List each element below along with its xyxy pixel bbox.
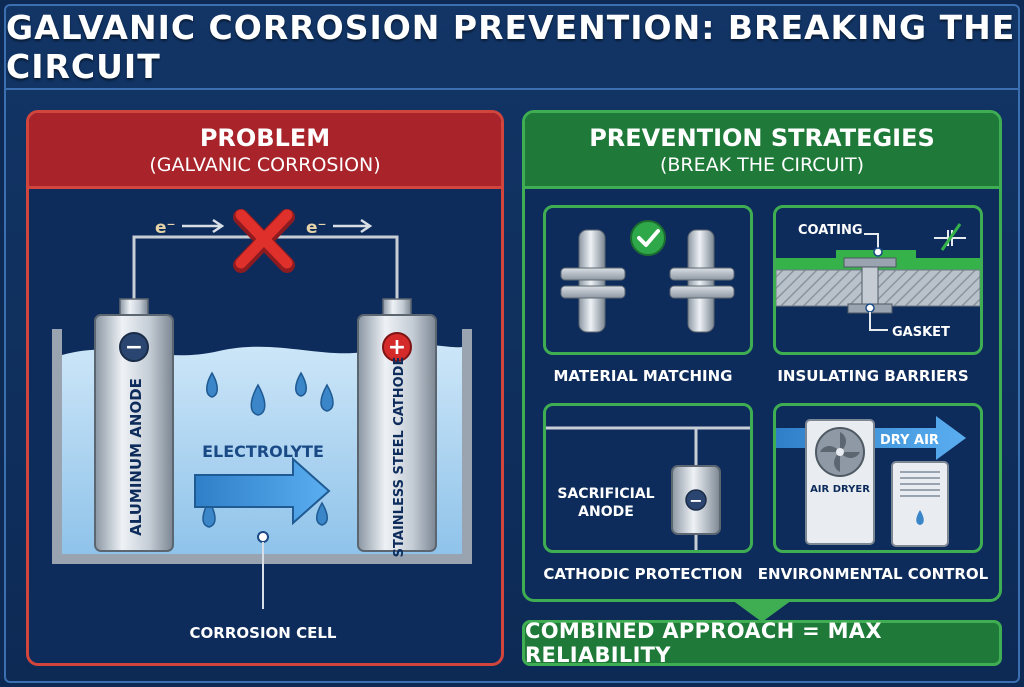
problem-panel: PROBLEM (GALVANIC CORROSION) e⁻ e⁻	[26, 110, 504, 666]
sacrificial-anode-sign: −	[689, 491, 702, 510]
droplet-icon	[916, 510, 924, 525]
pipe-left-icon	[560, 229, 626, 333]
gasket-label: GASKET	[892, 325, 950, 340]
air-dryer-icon: AIR DRYER	[805, 419, 875, 545]
air-dryer-label: AIR DRYER	[810, 484, 870, 495]
electron-arrow-left	[182, 218, 225, 234]
prevention-header: PREVENTION STRATEGIES (BREAK THE CIRCUIT…	[525, 113, 999, 189]
broken-circuit-x-icon	[233, 209, 295, 273]
coating-label: COATING	[798, 223, 863, 238]
pipe-right-icon	[669, 229, 735, 333]
anode-text: ANODE	[578, 504, 634, 520]
anode-sign: −	[125, 335, 143, 360]
environmental-control-label: ENVIRONMENTAL CONTROL	[757, 565, 989, 583]
insulating-barriers-label: INSULATING BARRIERS	[777, 367, 969, 385]
down-arrow-icon	[732, 600, 792, 622]
droplet-icon	[316, 501, 328, 526]
title-bar: GALVANIC CORROSION PREVENTION: BREAKING …	[6, 6, 1018, 90]
card-environmental-control: DRY AIR AIR DRYER	[773, 403, 983, 553]
dry-air-label: DRY AIR	[880, 433, 939, 448]
droplet-icon	[206, 371, 218, 398]
cathode-label: STAINLESS STEEL CATHODE	[392, 357, 407, 558]
prevention-title: PREVENTION STRATEGIES	[589, 123, 935, 152]
corrosion-cell-label: CORROSION CELL	[190, 624, 337, 642]
pointer-dot	[257, 531, 269, 543]
material-matching-label: MATERIAL MATCHING	[553, 367, 733, 385]
environmental-control-illustration: DRY AIR AIR DRYER	[776, 416, 966, 547]
electron-arrow-right	[333, 218, 373, 234]
problem-title: PROBLEM	[199, 123, 331, 152]
dehumidifier-icon	[891, 461, 949, 547]
droplet-icon	[295, 371, 307, 397]
material-matching-illustration	[560, 220, 735, 333]
card-cathodic-protection: − SACRIFICIAL ANODE	[543, 403, 753, 553]
problem-subtitle: (GALVANIC CORROSION)	[149, 153, 381, 176]
prevention-subtitle: (BREAK THE CIRCUIT)	[659, 153, 864, 176]
stainless-steel-cathode: + STAINLESS STEEL CATHODE	[357, 298, 437, 558]
cathodic-protection-label: CATHODIC PROTECTION	[543, 565, 743, 583]
positive-terminal-icon	[382, 332, 412, 362]
insulating-barriers-illustration: COATING GASKET	[776, 223, 980, 340]
prevention-panel: PREVENTION STRATEGIES (BREAK THE CIRCUIT…	[522, 110, 1002, 602]
cathode-sign: +	[388, 335, 406, 360]
gasket-pointer	[869, 312, 888, 331]
check-icon	[630, 220, 666, 256]
droplet-icons	[202, 371, 334, 528]
insulator-symbol-icon	[934, 223, 966, 251]
cathodic-protection-illustration: − SACRIFICIAL ANODE	[546, 426, 750, 550]
droplet-icon	[320, 383, 334, 412]
negative-terminal-icon	[119, 332, 149, 362]
card-insulating-barriers: COATING GASKET	[773, 205, 983, 355]
corrosion-cell-illustration: e⁻ e⁻ − ALUMINUM ANODE + STAINLESS STEEL…	[52, 209, 472, 642]
problem-header: PROBLEM (GALVANIC CORROSION)	[29, 113, 501, 189]
droplet-icon	[250, 383, 266, 416]
sacrificial-anode-icon: −	[671, 465, 721, 535]
coating-pointer	[864, 233, 879, 252]
aluminum-anode: − ALUMINUM ANODE	[94, 298, 174, 552]
combined-approach-text: COMBINED APPROACH = MAX RELIABILITY	[525, 619, 882, 667]
page-title: GALVANIC CORROSION PREVENTION: BREAKING …	[6, 8, 1016, 86]
electron-right-label: e⁻	[306, 218, 327, 238]
anode-label: ALUMINUM ANODE	[127, 378, 145, 536]
electrolyte-label: ELECTROLYTE	[202, 442, 324, 461]
sacrificial-text: SACRIFICIAL	[557, 486, 654, 502]
combined-approach-banner: COMBINED APPROACH = MAX RELIABILITY	[522, 619, 1002, 667]
electron-left-label: e⁻	[155, 218, 176, 238]
card-material-matching	[543, 205, 753, 355]
ion-flow-arrow	[194, 456, 331, 526]
